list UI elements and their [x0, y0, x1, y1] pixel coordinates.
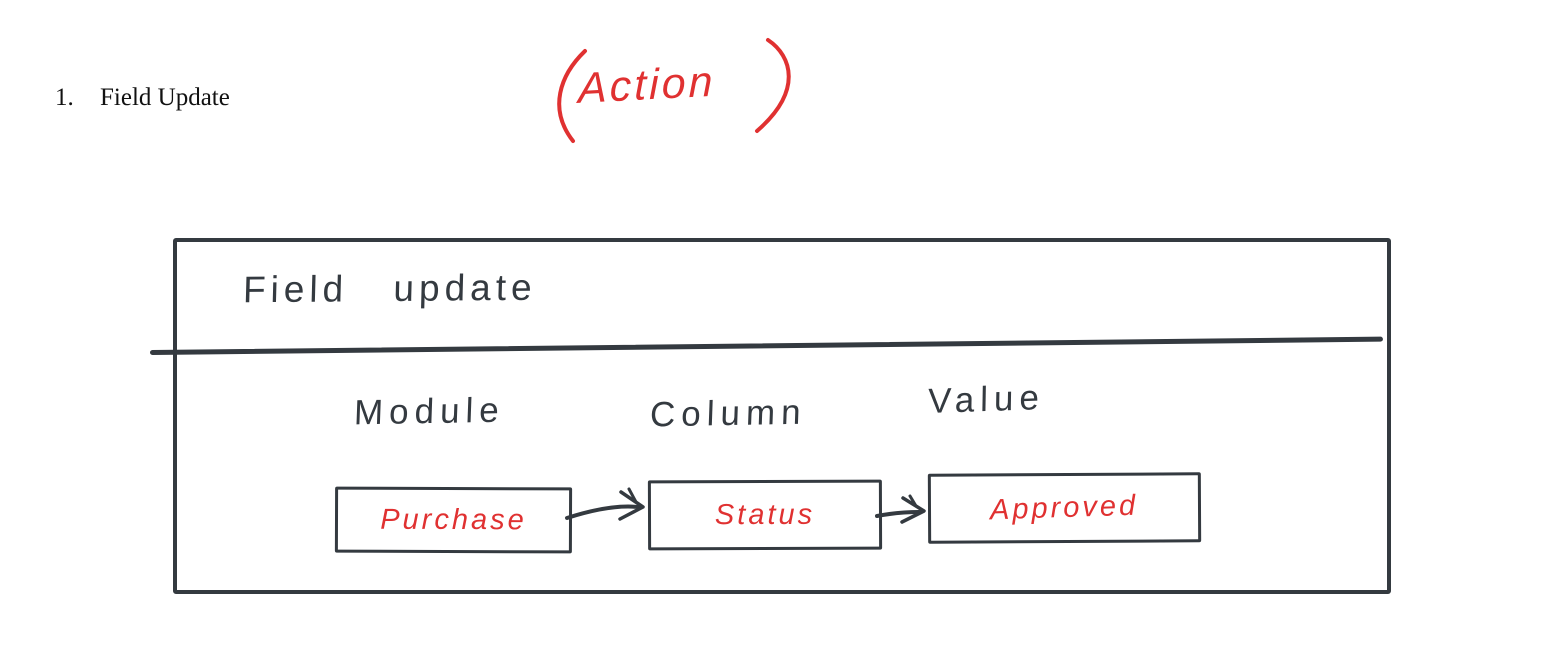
- label-module: Module: [353, 390, 506, 433]
- box-status-text: Status: [714, 498, 816, 531]
- numbered-heading: 1. Field Update: [55, 84, 230, 112]
- annotation-action-text: Action: [578, 57, 716, 113]
- box-value-approved: Approved: [927, 472, 1202, 544]
- box-purchase-text: Purchase: [380, 503, 527, 536]
- label-value: Value: [927, 377, 1046, 422]
- label-column: Column: [649, 392, 808, 435]
- box-module-purchase: Purchase: [334, 486, 573, 554]
- field-update-panel: [173, 238, 1391, 594]
- heading-text: Field Update: [100, 84, 230, 111]
- heading-number: 1.: [55, 84, 74, 111]
- panel-title: Field update: [242, 266, 538, 311]
- box-column-status: Status: [647, 479, 883, 551]
- box-approved-text: Approved: [989, 489, 1140, 526]
